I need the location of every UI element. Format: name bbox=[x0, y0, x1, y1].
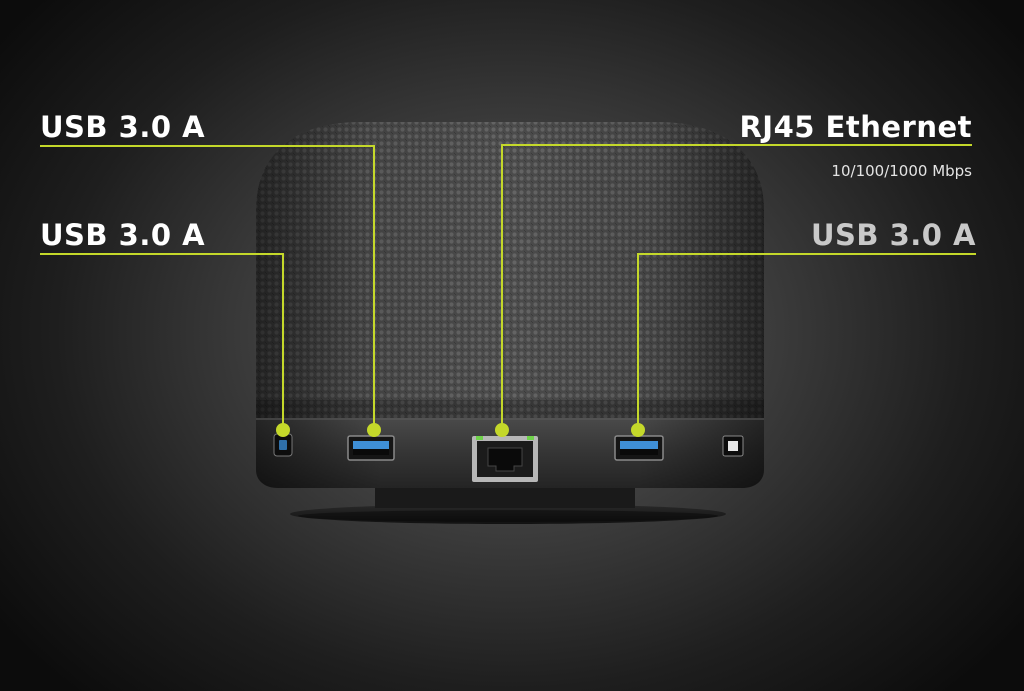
callout-leaders bbox=[40, 144, 976, 428]
callout-sublabel-rj45-speed: 10/100/1000 Mbps bbox=[831, 162, 972, 180]
usb-a-port-2 bbox=[614, 435, 664, 461]
callout-label-usb-mid-left: USB 3.0 A bbox=[40, 218, 206, 252]
rj45-ethernet-port bbox=[472, 436, 538, 482]
dot-usb-a-1 bbox=[367, 423, 381, 437]
dot-rj45 bbox=[495, 423, 509, 437]
usb-c-port-left bbox=[273, 433, 293, 457]
dock-stand-neck bbox=[375, 486, 635, 508]
leader-usb-mid-left bbox=[40, 253, 284, 428]
dock-stand-plate bbox=[290, 504, 726, 524]
leader-usb-mid-right bbox=[637, 253, 976, 428]
callout-label-usb-mid-right: USB 3.0 A bbox=[810, 218, 976, 252]
dot-usb-a-2 bbox=[631, 423, 645, 437]
mini-port-right bbox=[722, 435, 744, 457]
callout-label-rj45: RJ45 Ethernet bbox=[739, 110, 972, 144]
leader-rj45 bbox=[501, 144, 972, 428]
usb-a-port-1 bbox=[347, 435, 395, 461]
leader-usb-top-left bbox=[40, 145, 375, 428]
callout-label-usb-top-left: USB 3.0 A bbox=[40, 110, 206, 144]
dot-usb-c-left bbox=[276, 423, 290, 437]
callout-dots bbox=[276, 423, 645, 437]
